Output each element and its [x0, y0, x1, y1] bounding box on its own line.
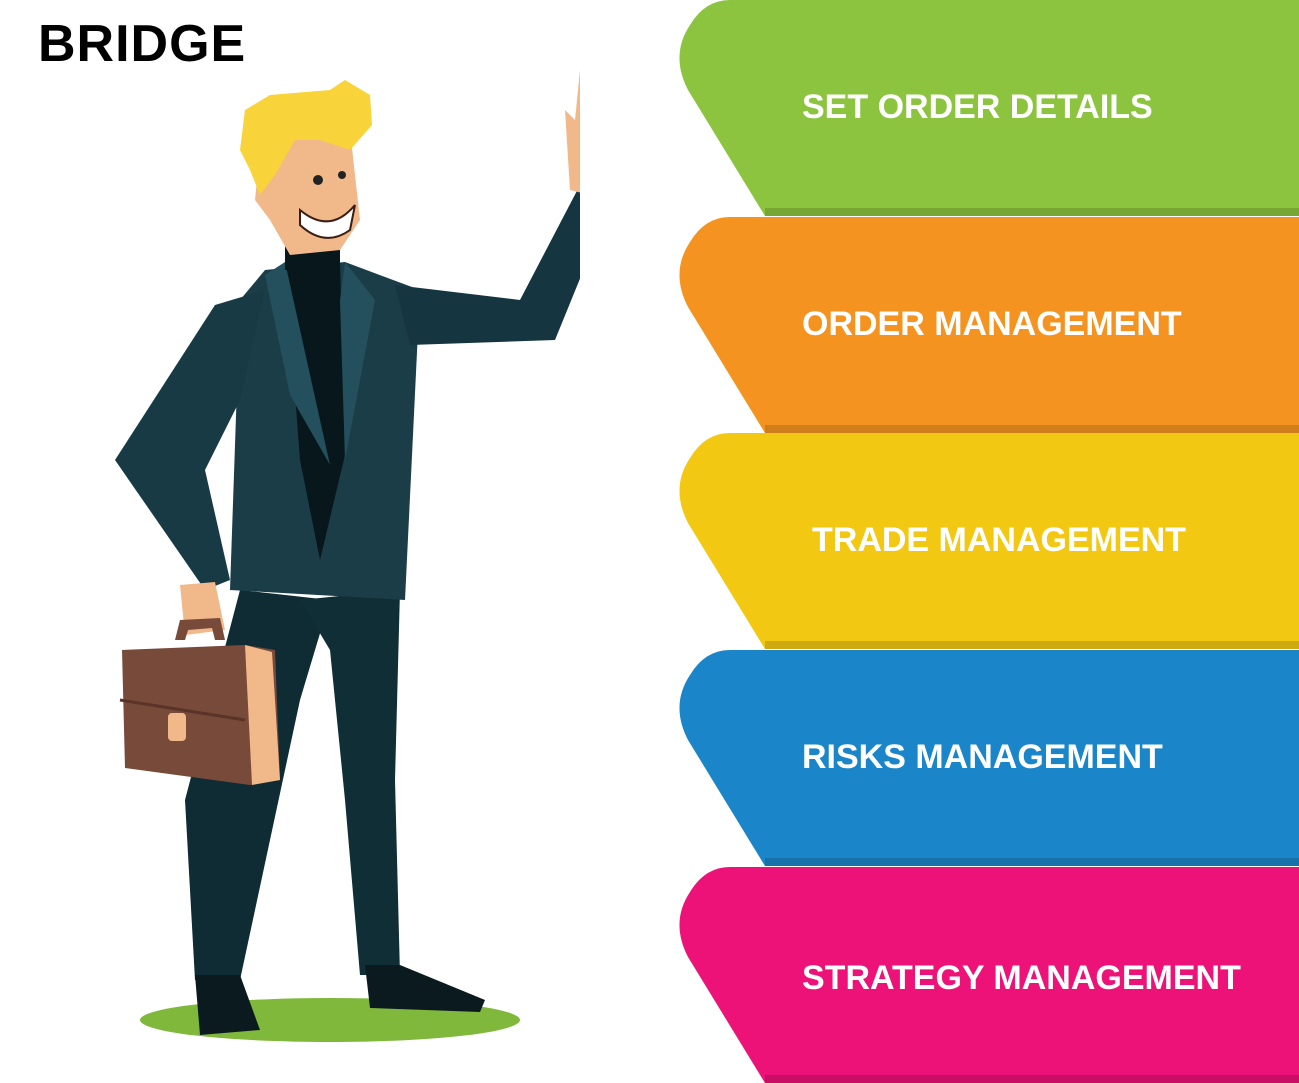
- step-shadow-3: [765, 641, 1299, 649]
- lower-arm: [115, 290, 265, 590]
- raised-arm: [395, 185, 580, 345]
- step-label-2: ORDER MANAGEMENT: [802, 305, 1182, 343]
- step-label-4: RISKS MANAGEMENT: [802, 738, 1163, 776]
- briefcase-handle: [175, 618, 225, 640]
- hair: [240, 80, 372, 195]
- diagram-title: BRIDGE: [38, 15, 247, 73]
- step-label-3: TRADE MANAGEMENT: [812, 521, 1186, 559]
- step-shadow-1: [765, 208, 1299, 216]
- step-shadow-4: [765, 858, 1299, 866]
- step-shadow-2: [765, 425, 1299, 433]
- eye: [313, 175, 323, 185]
- step-band-3: [679, 433, 1299, 649]
- lapel-left: [265, 262, 330, 465]
- step-band-1: [679, 0, 1299, 216]
- right-shoe: [365, 965, 485, 1012]
- right-leg: [300, 590, 400, 975]
- lapel-right: [340, 262, 375, 460]
- mouth: [299, 204, 356, 239]
- step-band-5: [679, 867, 1299, 1083]
- briefcase: [122, 645, 280, 785]
- step-label-5: STRATEGY MANAGEMENT: [802, 959, 1241, 997]
- raised-hand: [565, 70, 580, 193]
- step-shadow-5: [765, 1075, 1299, 1083]
- step-band-4: [679, 650, 1299, 866]
- step-label-1: SET ORDER DETAILS: [802, 88, 1153, 126]
- left-shoe: [195, 975, 260, 1035]
- step-band-2: [679, 217, 1299, 433]
- businessman-illustration: [115, 70, 580, 1042]
